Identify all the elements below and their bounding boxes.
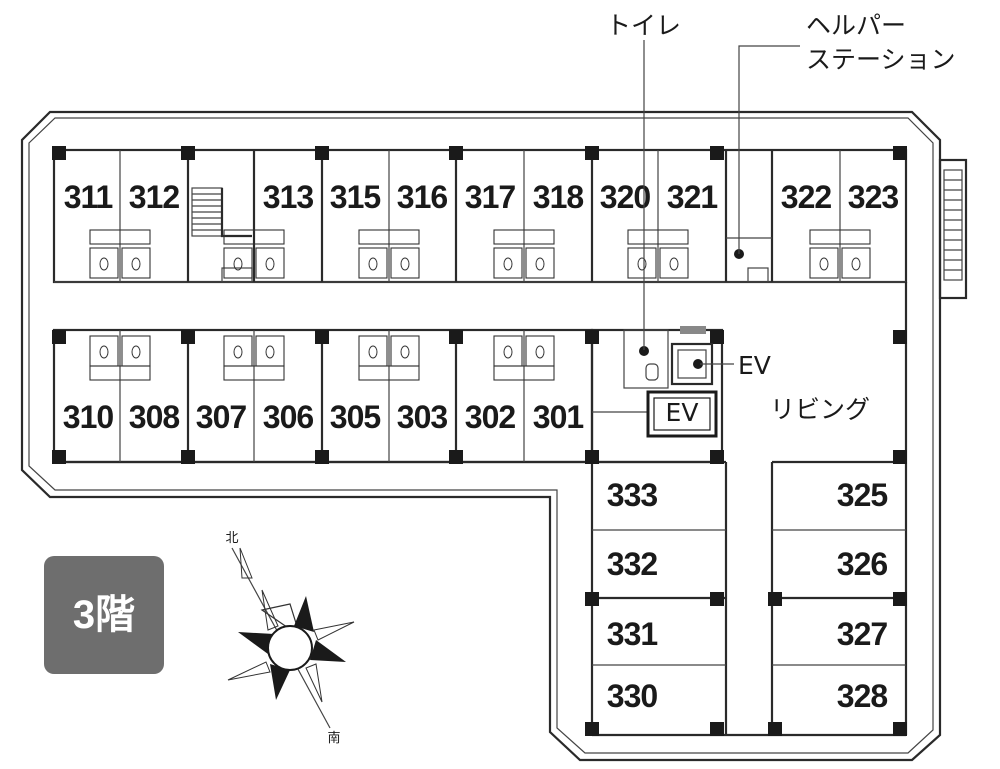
room-number: 306 <box>263 399 314 435</box>
helper-station-label: ヘルパー <box>806 11 906 40</box>
rooms-middle-row: 310 308 307 306 305 303 302 301 <box>63 399 585 435</box>
fire-escape <box>938 158 968 300</box>
bathroom-fixtures <box>89 229 871 381</box>
bathroom-unit <box>89 229 151 279</box>
room-number: 302 <box>465 399 516 435</box>
room-number: 325 <box>837 477 888 513</box>
living-label: リビング <box>770 395 870 424</box>
bathroom-unit <box>223 335 285 381</box>
room-number: 308 <box>129 399 180 435</box>
room-number: 321 <box>667 179 718 215</box>
bathroom-unit <box>89 335 151 381</box>
room-number: 301 <box>533 399 584 435</box>
callouts: トイレ ヘルパー ステーション EV リビング <box>606 11 956 424</box>
room-number: 317 <box>465 179 516 215</box>
room-number: 313 <box>263 179 314 215</box>
ev-label: EV <box>738 351 771 380</box>
room-number: 316 <box>397 179 448 215</box>
toilet-label: トイレ <box>606 11 681 40</box>
room-number: 327 <box>837 616 888 652</box>
room-number: 318 <box>533 179 584 215</box>
room-number: 322 <box>781 179 832 215</box>
bathroom-unit <box>809 229 871 279</box>
bathroom-unit <box>627 229 689 279</box>
room-number: 328 <box>837 678 888 714</box>
structure-lines <box>52 148 908 737</box>
helper-station-label: ステーション <box>806 45 956 74</box>
stairs <box>191 187 253 283</box>
room-number: 305 <box>330 399 381 435</box>
bathroom-unit <box>358 229 420 279</box>
room-number: 323 <box>848 179 899 215</box>
compass-rose: 北 南 <box>225 531 355 746</box>
floor-label: 3階 <box>73 593 135 637</box>
building-outline <box>20 110 942 762</box>
room-number: 312 <box>129 179 180 215</box>
room-number: 332 <box>607 546 658 582</box>
room-number: 307 <box>196 399 247 435</box>
columns <box>52 146 907 736</box>
room-number: 315 <box>330 179 381 215</box>
rooms-top-row: 311 312 313 315 316 317 318 320 321 322 … <box>64 179 900 215</box>
room-number: 331 <box>607 616 658 652</box>
room-number: 326 <box>837 546 888 582</box>
room-number: 320 <box>600 179 651 215</box>
room-number: 311 <box>64 179 113 215</box>
room-number: 330 <box>607 678 658 714</box>
compass-south-label: 南 <box>327 730 340 746</box>
rooms-wing: 333 332 331 330 325 326 327 328 <box>607 477 889 714</box>
bathroom-unit <box>493 229 555 279</box>
bathroom-unit <box>223 229 285 279</box>
room-number: 310 <box>63 399 114 435</box>
ev-label-box: EV <box>666 398 699 427</box>
helper-station <box>726 237 772 283</box>
bathroom-unit <box>358 335 420 381</box>
bathroom-unit <box>493 335 555 381</box>
elevator-toilet-core: EV <box>639 326 718 438</box>
room-number: 333 <box>607 477 658 513</box>
room-number: 303 <box>397 399 448 435</box>
compass-north-label: 北 <box>225 531 238 546</box>
floor-badge: 3階 <box>44 556 164 674</box>
